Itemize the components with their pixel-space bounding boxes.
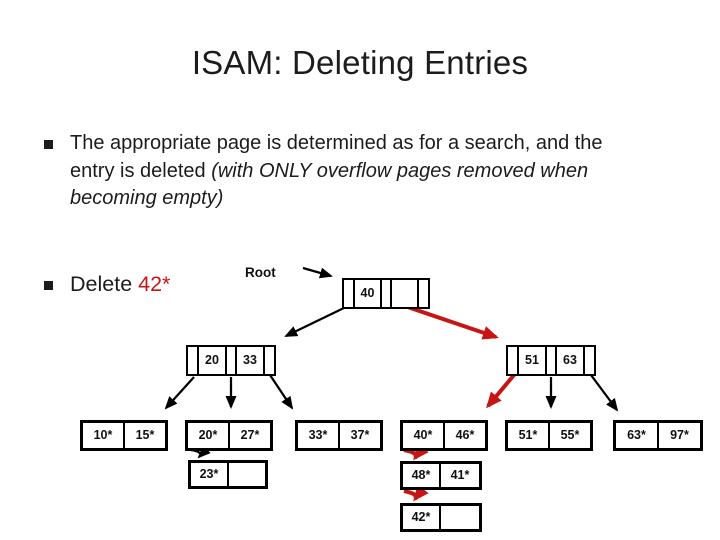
inner-node-20-33: 20 33 [186,345,276,376]
overflow-cell [441,506,479,529]
red-arrow-leaf4-to-overflow48 [403,443,429,461]
bullet-marker-1 [44,140,53,149]
inner1-pointer-2 [265,347,274,374]
inner-node-51-63: 51 63 [506,345,596,376]
leaf-cell: 46* [455,428,475,442]
arrow-node2033-to-leaf3 [269,374,294,410]
leaf-cell: 97* [670,428,689,442]
inner2-key-1: 63 [557,347,585,374]
leaf-page-10-15: 10* 15* [80,420,168,451]
arrow-node5163-to-leaf6 [590,374,619,412]
red-arrow-overflow48-to-overflow42 [403,484,429,502]
delete-label: Delete [70,272,139,296]
arrow-root-to-left-node [284,304,349,338]
root-key-1 [392,280,419,307]
leaf-page-40-46: 40* 46* [400,420,488,451]
leaf-cell: 37* [350,428,370,442]
bullet-1-line-3: becoming empty) [70,187,224,209]
root-label: Root [245,265,276,280]
overflow-cell: 41* [450,468,470,482]
overflow-cell: 23* [191,463,229,486]
leaf-cell: 10* [83,423,125,448]
overflow-page-48-41: 48* 41* [400,461,482,490]
arrow-node2033-to-leaf1 [164,376,195,410]
inner2-pointer-0 [508,347,519,374]
delete-key-highlight: 42* [138,272,171,296]
root-pointer-2 [419,280,428,307]
inner1-key-1: 33 [237,347,265,374]
root-pointer-0 [344,280,355,307]
arrow-root-label [302,266,333,279]
inner2-pointer-1 [547,347,557,374]
leaf-page-63-97: 63* 97* [613,420,703,451]
leaf-page-20-27: 20* 27* [185,420,273,451]
leaf-page-51-55: 51* 55* [505,420,593,451]
bullet-1-text: The appropriate page is determined as fo… [70,130,700,213]
leaf-cell: 63* [616,423,659,448]
overflow-cell [229,463,265,486]
root-node: 40 [342,278,430,309]
leaf-cell: 55* [560,428,580,442]
leaf-cell: 40* [403,423,445,448]
overflow-cell: 42* [403,506,441,529]
root-key-0: 40 [355,280,382,307]
slide-title: ISAM: Deleting Entries [191,44,529,81]
red-arrow-node5163-to-leaf4 [486,373,516,409]
root-pointer-1 [382,280,392,307]
inner2-key-0: 51 [519,347,547,374]
overflow-page-23: 23* [188,460,268,489]
inner1-pointer-0 [188,347,199,374]
leaf-cell: 33* [298,423,340,448]
inner2-pointer-2 [585,347,594,374]
bullet-1-line-2: entry is deleted (with ONLY overflow pag… [70,159,589,182]
leaf-page-33-37: 33* 37* [295,420,383,451]
inner1-key-0: 20 [199,347,227,374]
leaf-cell: 51* [508,423,550,448]
overflow-cell: 48* [403,464,441,487]
leaf-cell: 20* [188,423,230,448]
overflow-page-42: 42* [400,503,482,532]
arrow-leaf2-to-overflow23 [190,445,211,459]
bullet-2-text: Delete 42* [70,272,170,297]
leaf-cell: 27* [240,428,260,442]
bullet-1-line-1: The appropriate page is determined as fo… [70,132,603,154]
leaf-cell: 15* [135,428,155,442]
inner1-pointer-1 [227,347,237,374]
bullet-marker-2 [44,281,53,290]
